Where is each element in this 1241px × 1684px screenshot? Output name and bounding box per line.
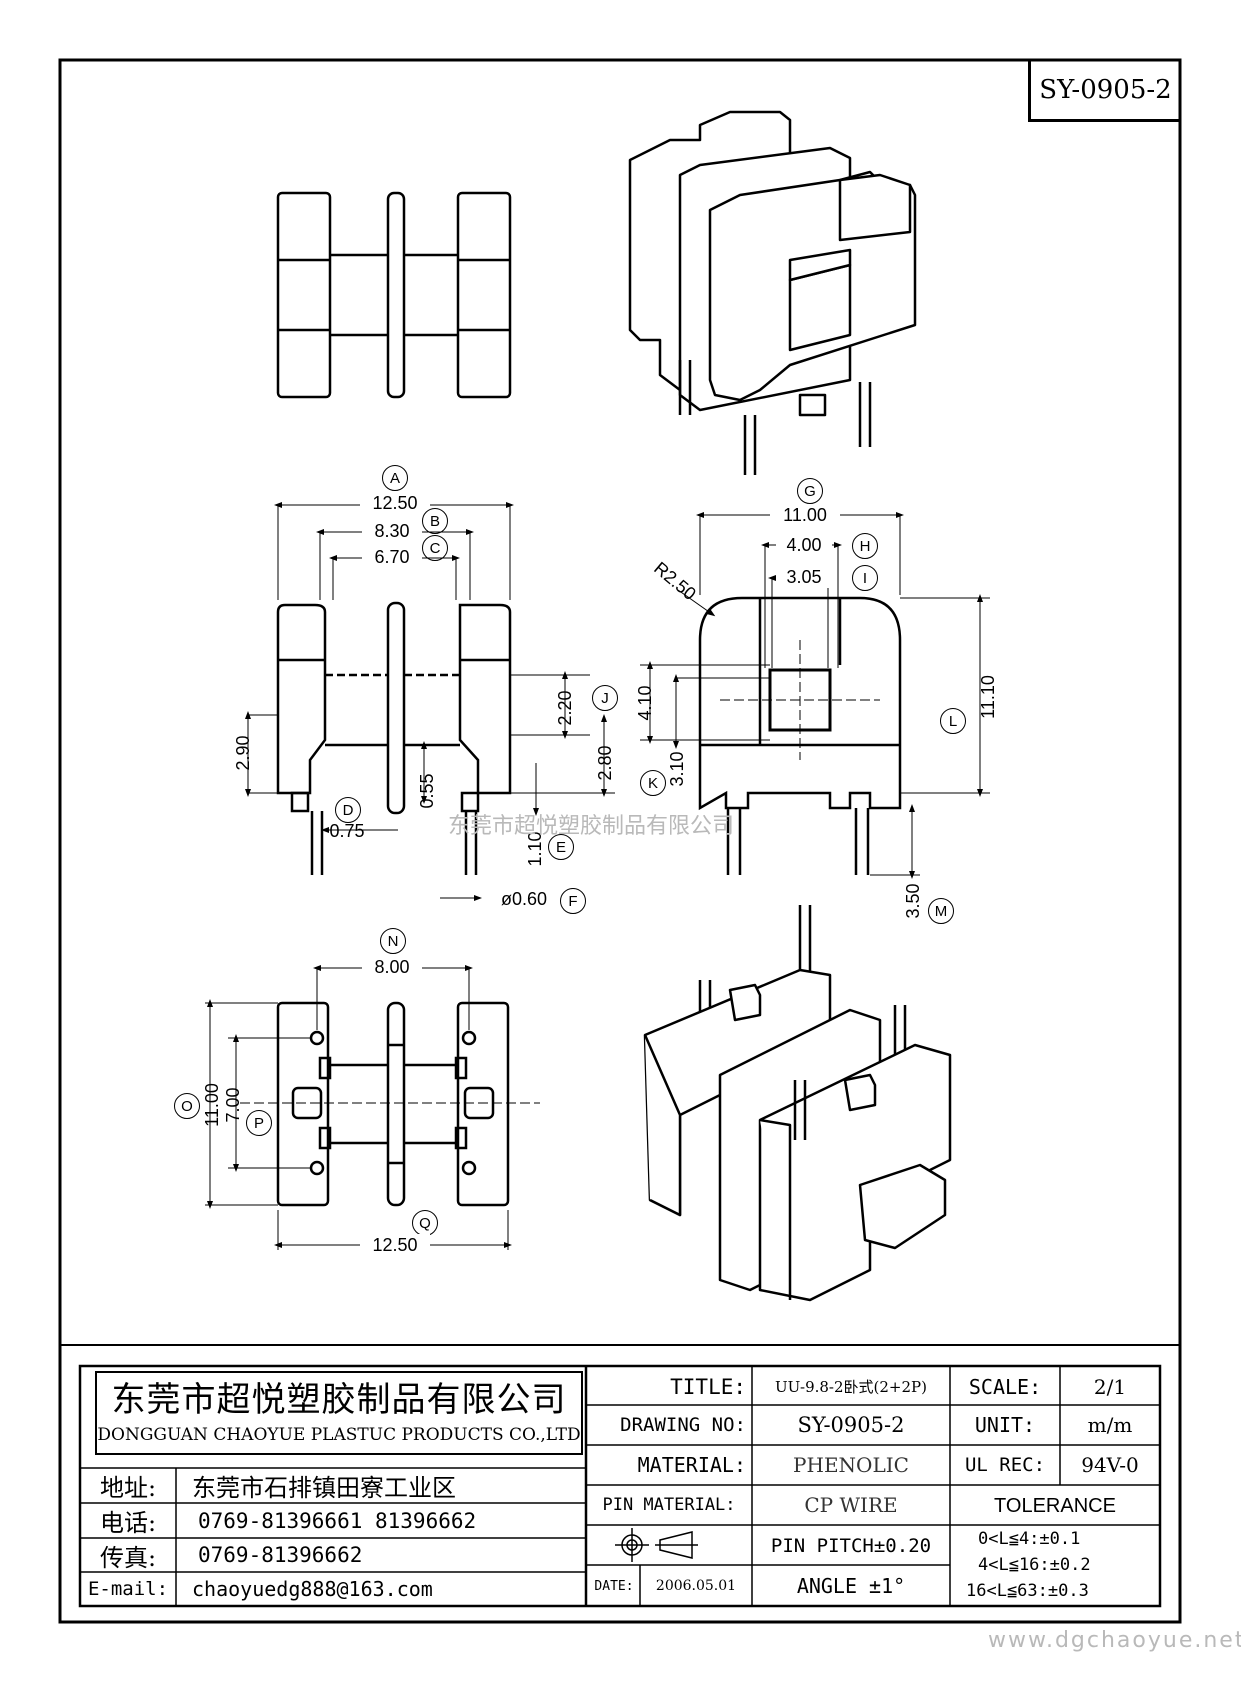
phone-label: 电话: xyxy=(99,1509,157,1537)
drawing-code-label: SY-0905-2 xyxy=(1028,60,1180,122)
dim-value-j: 2.20 xyxy=(554,690,575,726)
fax-value: 0769-81396662 xyxy=(198,1543,363,1567)
ul-rec-label: UL REC: xyxy=(964,1454,1046,1476)
pin-pitch: PIN PITCH±0.20 xyxy=(770,1535,932,1557)
ul-rec-value: 94V-0 xyxy=(1081,1453,1139,1477)
dim-value-l: 11.10 xyxy=(977,675,998,719)
tolerance-row-3: 16<L≦63:±0.3 xyxy=(966,1581,1089,1601)
drawing-no-label: DRAWING NO: xyxy=(620,1414,746,1436)
dim-value-o: 11.00 xyxy=(201,1083,222,1127)
unit-label: UNIT: xyxy=(974,1413,1036,1437)
dim-letter-n: N xyxy=(380,928,406,954)
dim-letter-i: I xyxy=(852,565,878,591)
end-view-dimension-lines xyxy=(640,512,990,879)
drawing-no-value: SY-0905-2 xyxy=(797,1413,905,1437)
dim-value-f: ø0.60 xyxy=(500,888,548,909)
dim-letter-j: J xyxy=(592,685,618,711)
title-label: TITLE: xyxy=(670,1374,746,1399)
dim-value-280: 2.80 xyxy=(594,745,615,781)
dim-letter-c: C xyxy=(422,535,448,561)
dim-value-b: 8.30 xyxy=(362,520,422,542)
isometric-view-bottom xyxy=(643,905,952,1302)
scale-value: 2/1 xyxy=(1093,1374,1127,1399)
address-value: 东莞市石排镇田寮工业区 xyxy=(192,1474,456,1502)
bottom-view-dimension-lines xyxy=(205,965,540,1250)
dim-value-a: 12.50 xyxy=(360,492,430,514)
address-label: 地址: xyxy=(99,1474,157,1502)
bottom-view xyxy=(276,1001,510,1207)
isometric-view-top xyxy=(628,110,917,475)
dim-value-g: 11.00 xyxy=(770,504,840,526)
date-label: DATE: xyxy=(594,1578,634,1594)
projection-symbol-icon xyxy=(615,1528,698,1562)
dim-value-i: 3.05 xyxy=(776,566,832,588)
dim-value-c: 6.70 xyxy=(362,546,422,568)
fax-label: 传真: xyxy=(99,1543,157,1572)
dim-letter-l: L xyxy=(940,708,966,734)
company-name-en: DONGGUAN CHAOYUE PLASTUC PRODUCTS CO.,LT… xyxy=(98,1425,580,1445)
watermark-center: 东莞市超悦塑胶制品有限公司 xyxy=(448,814,735,839)
email-value: chaoyuedg888@163.com xyxy=(192,1577,433,1601)
dim-letter-e: E xyxy=(548,834,574,860)
dim-value-410: 4.10 xyxy=(634,685,655,721)
pin-material-value: CP WIRE xyxy=(804,1493,898,1517)
dim-letter-d: D xyxy=(335,797,361,823)
date-value: 2006.05.01 xyxy=(655,1578,737,1594)
title-block-grid xyxy=(78,1364,1162,1608)
dim-letter-q: Q xyxy=(412,1210,438,1236)
angle: ANGLE ±1° xyxy=(796,1574,906,1598)
dim-value-h: 4.00 xyxy=(776,534,832,556)
material-value: PHENOLIC xyxy=(793,1453,909,1477)
material-label: MATERIAL: xyxy=(637,1453,746,1477)
dim-value-055: 0.55 xyxy=(416,773,437,809)
dim-letter-k: K xyxy=(640,770,666,796)
side-view xyxy=(276,601,512,875)
dim-value-290: 2.90 xyxy=(232,735,253,771)
watermark-url: www.dgchaoyue.net xyxy=(988,1628,1241,1653)
dim-letter-f: F xyxy=(560,888,586,914)
dim-value-n: 8.00 xyxy=(362,956,422,978)
email-label: E-mail: xyxy=(87,1578,169,1600)
dim-value-d: 0.75 xyxy=(329,820,365,841)
pin-material-label: PIN MATERIAL: xyxy=(602,1495,736,1515)
dim-letter-o: O xyxy=(174,1093,200,1119)
dim-letter-h: H xyxy=(852,533,878,559)
dim-letter-g: G xyxy=(797,478,823,504)
company-name-cn: 东莞市超悦塑胶制品有限公司 xyxy=(111,1379,567,1418)
scale-label: SCALE: xyxy=(968,1374,1042,1399)
dim-letter-p: P xyxy=(246,1110,272,1136)
dim-value-k: 3.10 xyxy=(666,751,687,787)
title-value: UU-9.8-2卧式(2+2P) xyxy=(774,1378,927,1396)
dim-value-p: 7.00 xyxy=(222,1087,243,1123)
dim-value-q: 12.50 xyxy=(360,1234,430,1256)
dim-letter-a: A xyxy=(382,465,408,491)
top-view-elevation xyxy=(276,191,512,399)
phone-value: 0769-81396661 81396662 xyxy=(198,1508,477,1533)
tolerance-row-1: 0<L≦4:±0.1 xyxy=(978,1529,1081,1549)
unit-value: m/m xyxy=(1087,1413,1133,1437)
tolerance-row-2: 4<L≦16:±0.2 xyxy=(978,1555,1091,1575)
dim-value-m: 3.50 xyxy=(902,883,923,919)
tolerance-label: TOLERANCE xyxy=(994,1494,1116,1517)
dim-letter-m: M xyxy=(928,898,954,924)
dim-letter-b: B xyxy=(422,508,448,534)
outer-frame xyxy=(58,58,1182,1624)
